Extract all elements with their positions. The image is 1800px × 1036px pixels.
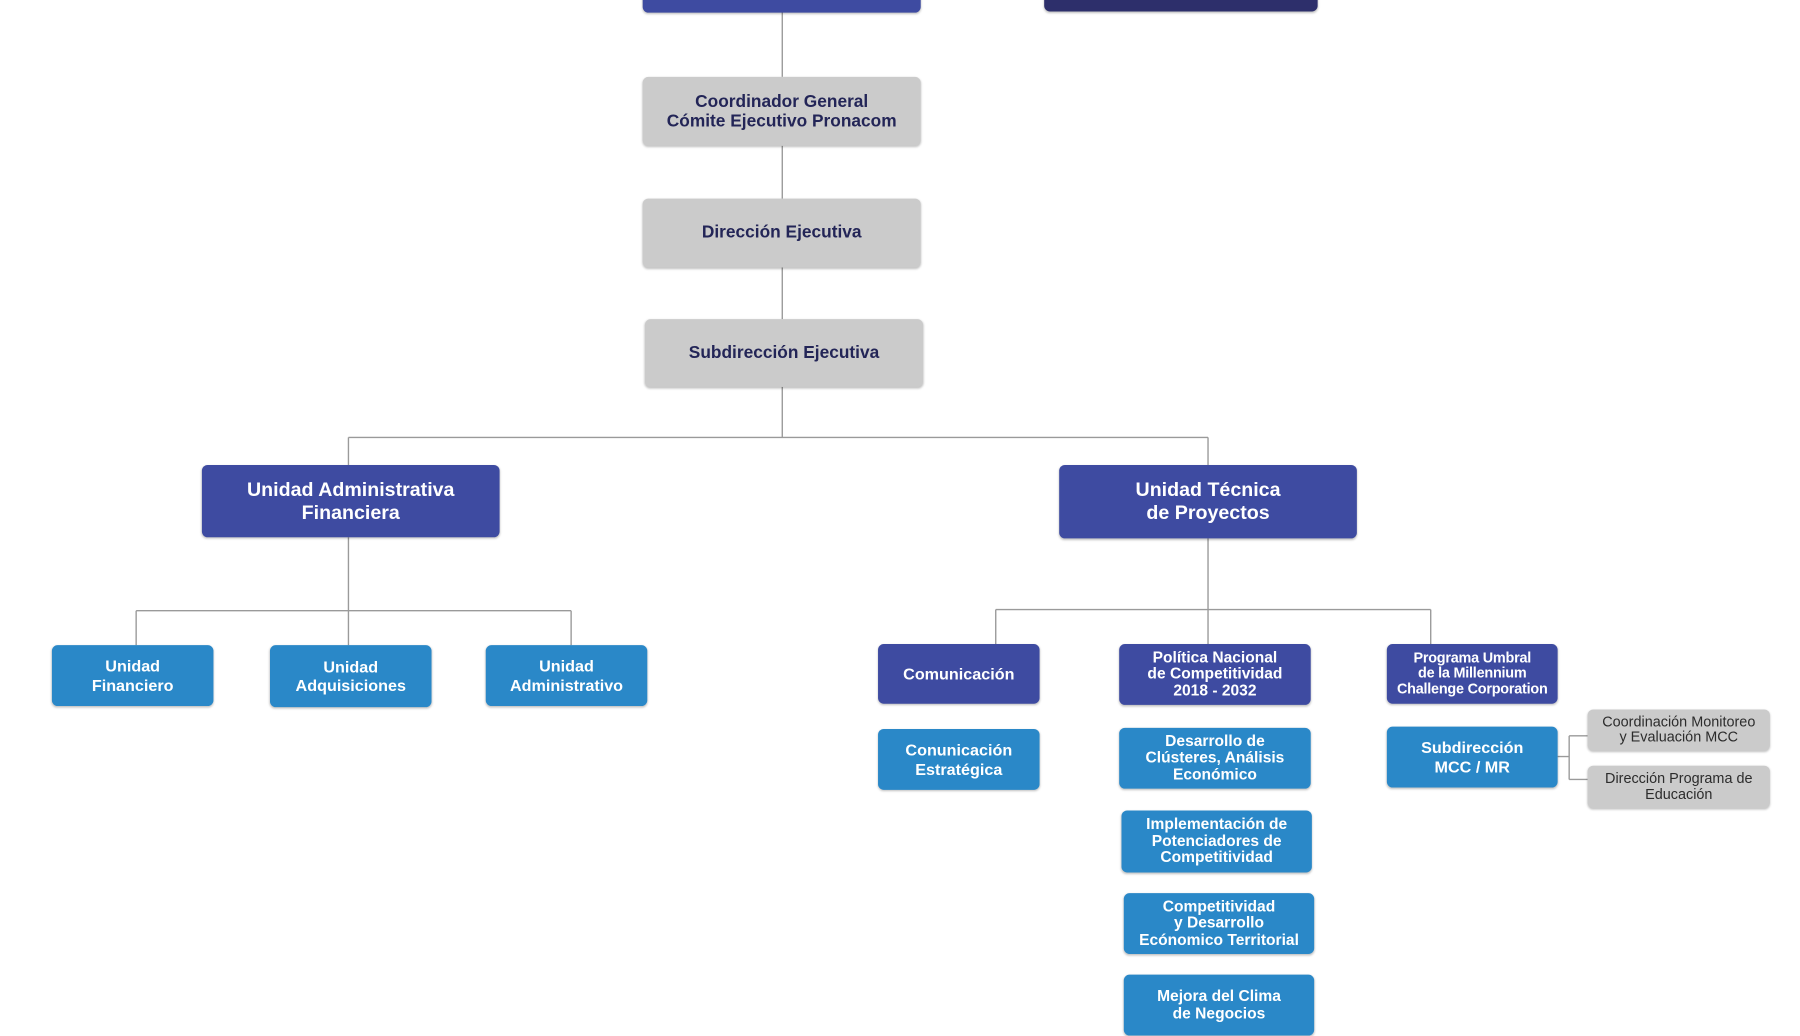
comunicacion-box: Comunicación	[878, 644, 1040, 704]
direccion-ejecutiva-box: Dirección Ejecutiva	[642, 198, 921, 268]
comunicacion-estrategica-box: Conunicación Estratégica	[878, 728, 1040, 790]
coordinador-general-box: Coordinador General Cómite Ejecutivo Pro…	[642, 76, 921, 146]
subdireccion-mcc-mr-box: Subdirección MCC / MR	[1386, 726, 1558, 788]
direccion-programa-educacion-box: Dirección Programa de Educación	[1587, 765, 1770, 809]
desarrollo-clusteres-box: Desarrollo de Clústeres, Análisis Económ…	[1119, 727, 1311, 789]
org-chart: Coordinador General Cómite Ejecutivo Pro…	[51, 0, 1770, 1036]
unidad-administrativo-box: Unidad Administrativo	[485, 645, 648, 707]
top-box-right	[1044, 0, 1318, 12]
top-box-left	[642, 0, 921, 13]
mejora-clima-negocios-box: Mejora del Clima de Negocios	[1123, 974, 1315, 1036]
unidad-administrativa-financiera-box: Unidad Administrativa Financiera	[201, 464, 500, 538]
unidad-financiero-box: Unidad Financiero	[51, 645, 214, 707]
competitividad-desarrollo-territorial-box: Competitividad y Desarrollo Ecónomico Te…	[1123, 893, 1315, 954]
coordinacion-monitoreo-evaluacion-box: Coordinación Monitoreo y Evaluación MCC	[1587, 709, 1770, 751]
politica-nacional-competitividad-box: Política Nacional de Competitividad 2018…	[1119, 644, 1311, 705]
subdireccion-ejecutiva-box: Subdirección Ejecutiva	[644, 319, 924, 387]
unidad-tecnica-proyectos-box: Unidad Técnica de Proyectos	[1059, 464, 1357, 539]
implementacion-potenciadores-box: Implementación de Potenciadores de Compe…	[1121, 810, 1312, 873]
programa-umbral-mcc-box: Programa Umbral de la Millennium Challen…	[1386, 644, 1558, 704]
connector-lines	[135, 11, 1588, 781]
unidad-adquisiciones-box: Unidad Adquisiciones	[269, 645, 432, 708]
